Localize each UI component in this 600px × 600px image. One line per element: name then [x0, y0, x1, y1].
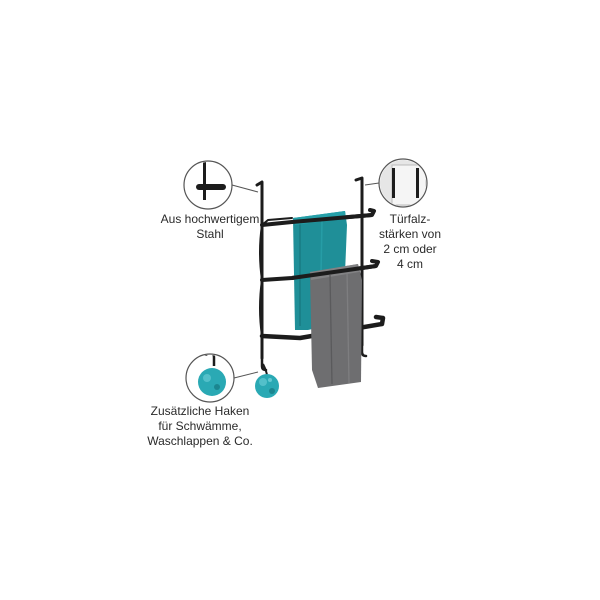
hooks-label-line-1: Zusätzliche Haken [150, 404, 250, 418]
hooks-label-line-3: Waschlappen & Co. [147, 434, 253, 448]
top-rail-front [291, 213, 373, 224]
door-label-line-4: 4 cm [396, 257, 423, 271]
steel-detail-callout [183, 160, 259, 210]
door-label-line-3: 2 cm oder [383, 242, 437, 256]
door-label-line-1: Türfalz- [389, 212, 431, 226]
hooks-label-line-2: für Schwämme, [158, 419, 242, 433]
grey-towel [310, 264, 362, 388]
hooks-label: Zusätzliche Haken für Schwämme, Waschlap… [130, 404, 270, 449]
steel-label-line-1: Aus hochwertigem [160, 212, 260, 226]
steel-label: Aus hochwertigem Stahl [150, 212, 270, 242]
hook-detail-callout [185, 353, 259, 403]
towel-rack [255, 176, 386, 372]
door-detail-callout [364, 158, 428, 208]
middle-rail-front [291, 264, 377, 280]
steel-label-line-2: Stahl [196, 227, 224, 241]
door-label-line-2: stärken von [378, 227, 442, 241]
sponge [255, 363, 279, 398]
door-thickness-label: Türfalz- stärken von 2 cm oder 4 cm [355, 212, 465, 272]
